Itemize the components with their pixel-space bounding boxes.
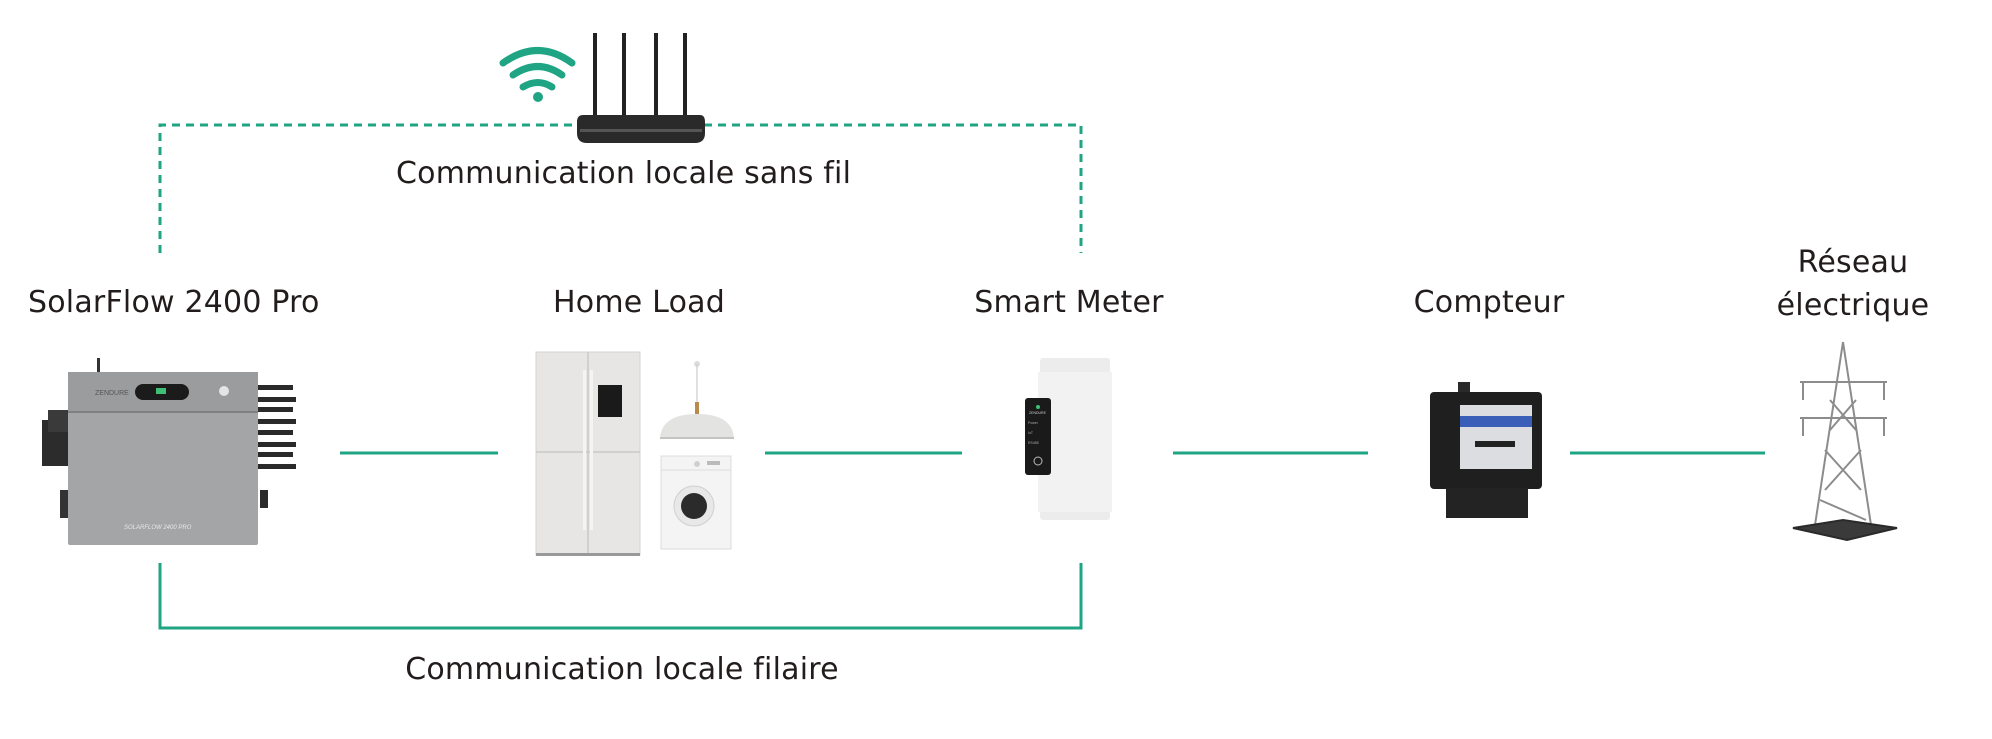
node-label-smart-meter: Smart Meter (974, 285, 1164, 320)
smart-meter-image: ZENDURE Power IoT RS485 (1025, 358, 1112, 520)
wifi-icon (499, 47, 576, 102)
wired-link-line (158, 563, 1083, 630)
node-label-compteur: Compteur (1413, 285, 1565, 320)
fridge-image (535, 351, 641, 556)
router-icon (577, 33, 705, 143)
node-label-grid-line2: électrique (1776, 288, 1930, 323)
smart-meter-indicator-rs485: RS485 (1028, 441, 1039, 445)
node-label-solarflow: SolarFlow 2400 Pro (28, 285, 320, 320)
washing-machine-image (660, 455, 732, 550)
solarflow-model-text: SOLARFLOW 2400 PRO (124, 525, 192, 531)
wired-link-label: Communication locale filaire (405, 652, 839, 687)
compteur-image (1430, 382, 1542, 518)
node-label-home-load: Home Load (553, 285, 725, 320)
solarflow-brand-text: ZENDURE (95, 390, 129, 397)
transmission-tower-image (1792, 341, 1898, 542)
wireless-link-label: Communication locale sans fil (396, 156, 852, 191)
smart-meter-indicator-iot: IoT (1028, 431, 1034, 435)
solarflow-device-image: ZENDURE SOLARFLOW 2400 PRO (42, 358, 296, 545)
smart-meter-indicator-power: Power (1028, 421, 1039, 425)
node-label-grid-line1: Réseau (1797, 245, 1909, 280)
smart-meter-brand-text: ZENDURE (1029, 411, 1047, 415)
pendant-lamp-image (660, 361, 734, 439)
